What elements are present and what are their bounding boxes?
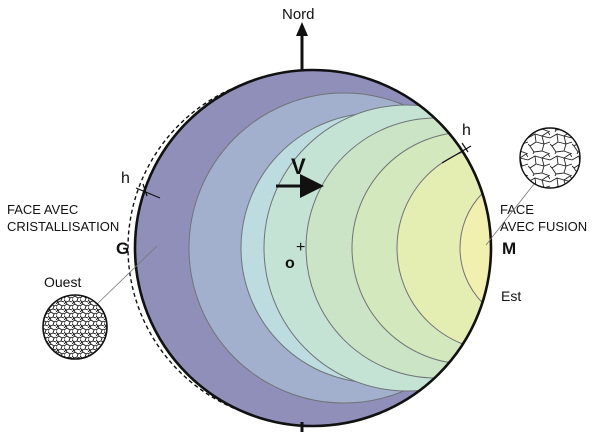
- coarse-grain-inset-icon: [519, 127, 581, 189]
- h-left-tick: [142, 183, 148, 197]
- face-fusion-label-line2: AVEC FUSION: [500, 219, 587, 234]
- h-left-marker: [135, 187, 161, 199]
- east-label: Est: [501, 288, 521, 304]
- face-crystallisation-label-line2: CRISTALLISATION: [7, 219, 119, 234]
- velocity-label: V: [291, 154, 306, 179]
- face-crystallisation-label-line1: FACE AVEC: [7, 202, 78, 217]
- origin-plus-icon: +: [296, 239, 305, 256]
- leader-line-east: [485, 183, 535, 246]
- h-right-label: h: [462, 122, 471, 139]
- inner-core-outline: [133, 68, 493, 428]
- leader-line-west: [95, 245, 158, 306]
- thermal-band-7: [396, 144, 491, 352]
- point-m-label: M: [502, 239, 516, 258]
- face-fusion-label-line1: FACE: [500, 202, 534, 217]
- north-label: Nord: [282, 6, 315, 23]
- north-arrowhead-icon: [296, 22, 308, 36]
- point-g-label: G: [116, 239, 129, 258]
- h-right-tick: [461, 142, 469, 153]
- west-label: Ouest: [44, 274, 81, 290]
- thermal-bands: [135, 70, 491, 426]
- origin-label: o: [285, 255, 295, 272]
- thermal-band-8: [459, 169, 491, 327]
- h-left-label: h: [121, 170, 130, 187]
- fine-grain-inset-icon: [42, 294, 108, 360]
